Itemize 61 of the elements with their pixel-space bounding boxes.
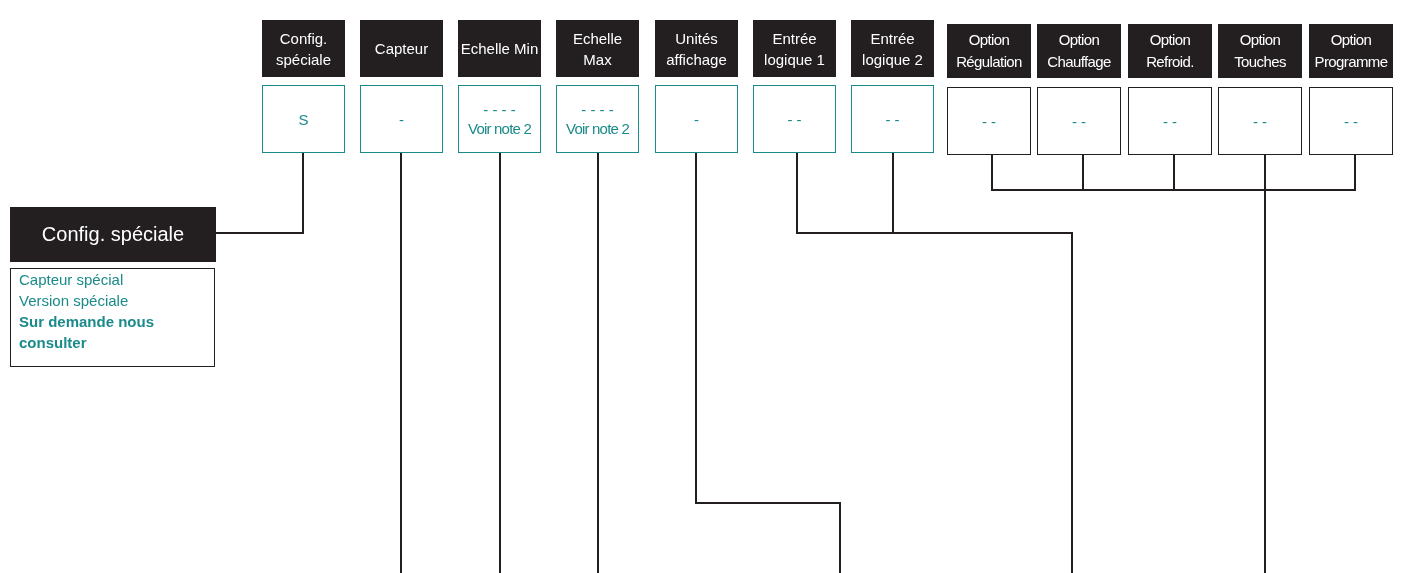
code-field: [360, 85, 443, 153]
code-field: [1309, 87, 1393, 155]
connector-line: [597, 152, 599, 573]
note-reference: Voir note 2: [468, 120, 531, 137]
code-text: - -: [1252, 112, 1268, 130]
heading-text: Config. spéciale: [41, 223, 185, 246]
code-field: [262, 85, 345, 153]
code-field: [655, 85, 738, 153]
code-text: - - - -: [581, 101, 614, 118]
connector-line: [215, 152, 304, 234]
column-title: Echelle Min: [460, 39, 539, 59]
column-header: [851, 20, 934, 77]
note-text: Capteur spécial: [19, 270, 125, 290]
connector-line: [499, 152, 501, 573]
column-header: [360, 20, 443, 77]
column-title: Option Touches: [1233, 30, 1287, 72]
code-field: [1128, 87, 1212, 155]
code-field: [947, 87, 1031, 155]
code-field: [1218, 87, 1302, 155]
column-header: [1218, 24, 1302, 78]
column-title: Option Programme: [1313, 30, 1389, 72]
code-text: - -: [1071, 112, 1087, 130]
code-text: - -: [885, 110, 900, 128]
code-field: [556, 85, 639, 153]
column-title: Entrée logique 2: [861, 28, 924, 70]
column-header: [556, 20, 639, 77]
connector-line: [695, 152, 841, 573]
column-title: Entrée logique 1: [763, 28, 826, 70]
column-title: Echelle Max: [571, 28, 624, 70]
code-text: - - - -: [483, 101, 516, 118]
code-field: [458, 85, 541, 153]
code-text: -: [399, 110, 404, 128]
column-header: [458, 20, 541, 77]
section-heading: [10, 207, 216, 262]
column-header: [655, 20, 738, 77]
column-title: Config. spéciale: [274, 28, 332, 70]
column-header: [1128, 24, 1212, 78]
column-title: Option Régulation: [955, 30, 1023, 72]
column-title: Capteur: [374, 39, 429, 59]
column-header: [1037, 24, 1121, 78]
connector-line: [400, 152, 402, 573]
code-text: S: [298, 110, 309, 128]
note-panel: [10, 268, 215, 367]
column-header: [262, 20, 345, 77]
code-field: [753, 85, 836, 153]
column-title: Option Chauffage: [1046, 30, 1112, 72]
note-reference: Voir note 2: [566, 120, 629, 137]
column-header: [947, 24, 1031, 78]
code-text: - -: [1343, 112, 1359, 130]
column-title: Unités affichage: [665, 28, 728, 70]
column-title: Option Refroid.: [1145, 30, 1195, 72]
code-text: -: [694, 110, 699, 128]
note-text: Version spéciale: [19, 291, 130, 311]
note-text: Sur demande nous consulter: [19, 312, 156, 353]
code-field: [1037, 87, 1121, 155]
code-field: [851, 85, 934, 153]
code-text: - -: [787, 110, 802, 128]
code-text: - -: [981, 112, 997, 130]
column-header: [1309, 24, 1393, 78]
column-header: [753, 20, 836, 77]
code-text: - -: [1162, 112, 1178, 130]
